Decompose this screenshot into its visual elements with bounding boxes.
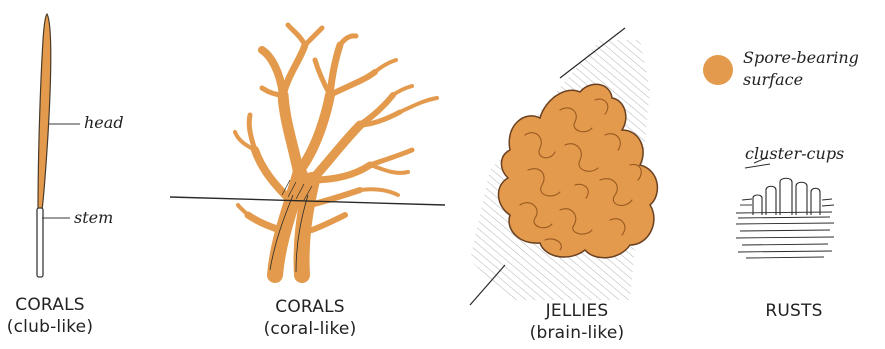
club-coral-illustration <box>37 14 80 277</box>
caption-title: JELLIES <box>512 300 642 322</box>
caption-subtitle: (coral-like) <box>240 318 380 340</box>
stem-label: stem <box>74 209 113 227</box>
caption-corals-coral: CORALS (coral-like) <box>240 296 380 340</box>
caption-corals-club: CORALS (club-like) <box>0 294 105 338</box>
caption-title: CORALS <box>0 294 105 316</box>
spore-legend-dot <box>703 55 733 85</box>
caption-title: CORALS <box>240 296 380 318</box>
head-label: head <box>84 114 124 132</box>
caption-jellies: JELLIES (brain-like) <box>512 300 642 344</box>
caption-rusts: RUSTS <box>744 300 844 322</box>
caption-subtitle: (club-like) <box>0 316 105 338</box>
branched-coral-illustration <box>235 25 437 275</box>
rust-illustration <box>736 158 834 258</box>
club-head <box>38 14 51 210</box>
cluster-cup-shapes <box>753 178 820 215</box>
cluster-cups-label: cluster-cups <box>745 145 844 163</box>
jelly-illustration <box>470 28 657 305</box>
legend-line-2: surface <box>743 70 803 89</box>
caption-subtitle: (brain-like) <box>512 322 642 344</box>
legend-line-1: Spore-bearing <box>743 48 859 67</box>
caption-title: RUSTS <box>744 300 844 322</box>
